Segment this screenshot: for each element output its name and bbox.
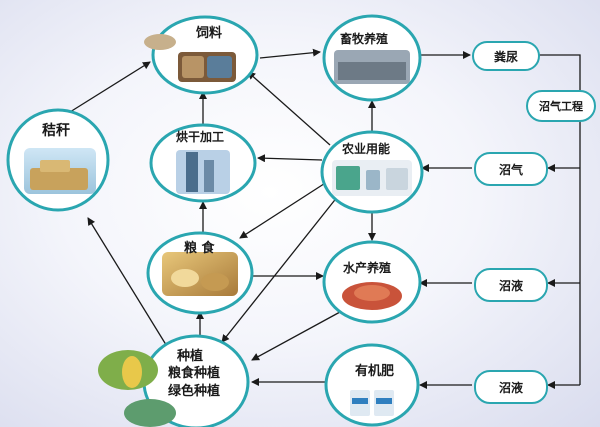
pill-slurry-1: 沼液 (474, 268, 548, 302)
arrow-aquaculture-planting (251, 311, 341, 361)
line-manure-rail (538, 54, 581, 385)
label-planting-title: 种植 (177, 349, 204, 364)
arrow-energy-planting (221, 195, 339, 343)
pill-slurry-2: 沼液 (474, 370, 548, 404)
feed-pellets-image (144, 34, 176, 50)
label-grain: 粮 食 (184, 241, 215, 256)
node-energy (320, 130, 424, 214)
node-organic (324, 343, 420, 427)
node-aquaculture (322, 240, 422, 324)
node-grain (146, 231, 254, 315)
arrow-energy-grain (239, 179, 331, 239)
node-drying (149, 123, 257, 203)
node-planting (98, 334, 250, 427)
node-straw (6, 108, 110, 212)
drying-tower-image (176, 150, 230, 194)
arrow-energy-drying (257, 154, 323, 163)
arrow-energy-feed (247, 71, 331, 146)
label-livestock: 畜牧养殖 (340, 32, 389, 46)
label-feed: 饲料 (196, 26, 223, 41)
arrow-feed-livestock (259, 48, 321, 59)
arrow-straw-feed (69, 61, 151, 113)
greenhouse-image (124, 399, 176, 427)
label-aquaculture: 水产养殖 (343, 261, 392, 275)
arrow-planting-straw (87, 217, 169, 349)
pill-manure: 粪尿 (472, 41, 540, 71)
connectors (69, 48, 581, 389)
node-feed (144, 15, 259, 95)
label-straw: 秸秆 (42, 123, 70, 139)
label-energy: 农业用能 (342, 142, 391, 156)
label-planting-grain: 粮食种植 (168, 366, 221, 381)
pill-biogas: 沼气 (474, 152, 548, 186)
pill-biogas-project: 沼气工程 (526, 90, 596, 122)
node-livestock (322, 14, 422, 102)
label-planting-green: 绿色种植 (168, 384, 221, 399)
label-organic: 有机肥 (355, 364, 395, 379)
label-drying: 烘干加工 (176, 130, 225, 144)
